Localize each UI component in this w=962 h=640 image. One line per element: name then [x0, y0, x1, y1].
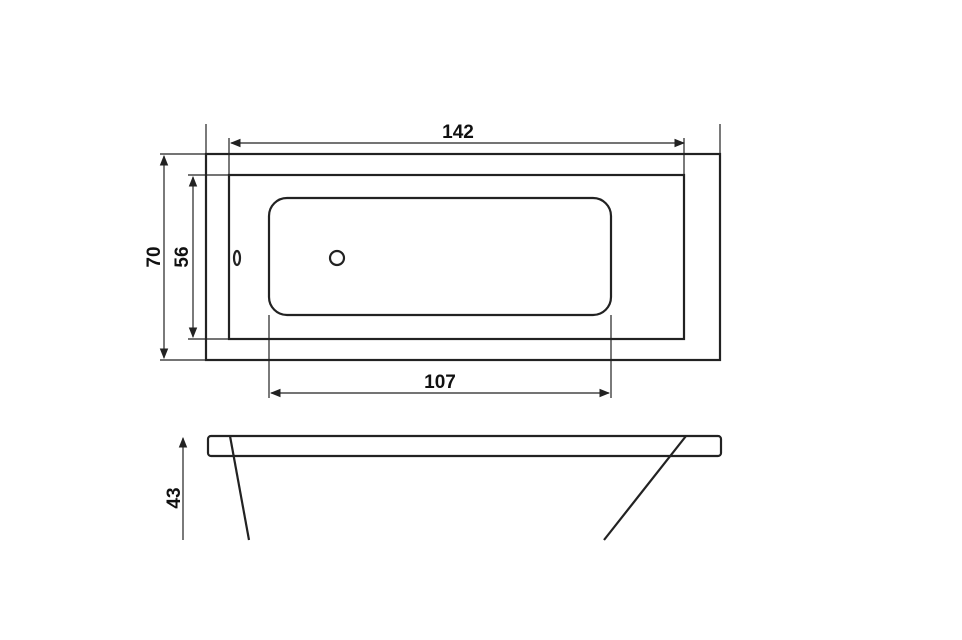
- dimension-label-43: 43: [164, 487, 185, 508]
- dimension-label-142: 142: [442, 122, 474, 143]
- tub-left-side-profile: [228, 435, 251, 541]
- overflow-icon: [232, 249, 242, 267]
- dimension-label-107: 107: [424, 372, 456, 393]
- drain-icon: [328, 249, 346, 267]
- tub-rim-profile: [206, 434, 723, 458]
- dimension-label-70: 70: [144, 246, 165, 267]
- tub-basin-outline: [267, 196, 613, 317]
- tub-right-side-profile: [603, 435, 687, 541]
- top-view: 142 70 56 107: [144, 122, 722, 398]
- tub-outer-outline: [204, 152, 722, 362]
- tub-deck-outline: [227, 173, 686, 341]
- dimension-label-56: 56: [172, 246, 193, 267]
- side-view: 43: [164, 434, 723, 541]
